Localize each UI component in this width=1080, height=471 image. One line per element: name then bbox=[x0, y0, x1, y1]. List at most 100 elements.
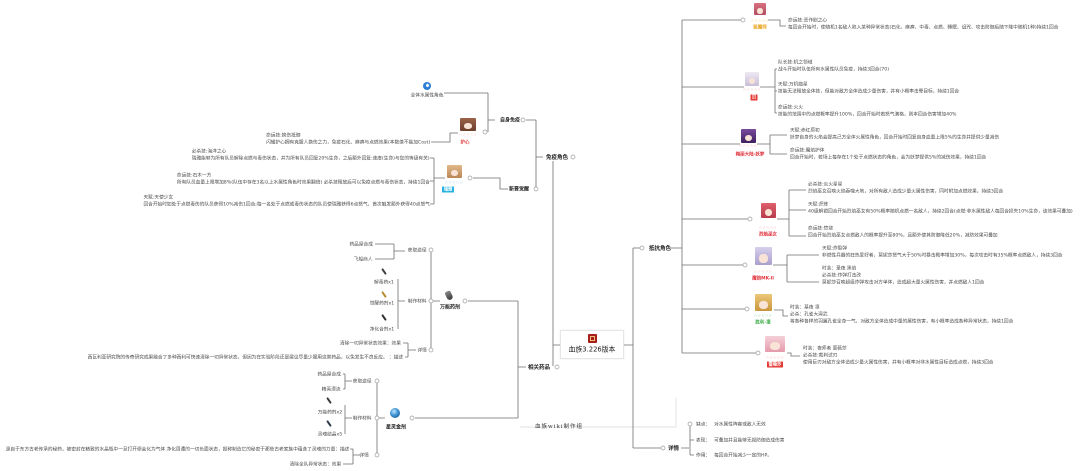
costume-title: 时装：夜师者 蔷薇莎 bbox=[803, 345, 847, 351]
character-name: 瑞雅 bbox=[442, 186, 454, 192]
skill-desc: 回合开始烈焰巫女点燃敌人的概率提升至80%，且额外使其防御降低20%，减防效果可… bbox=[808, 232, 998, 238]
collapse-toggle-hux[interactable] bbox=[482, 129, 488, 135]
skill-title: 命运技:焚烧 bbox=[808, 225, 834, 231]
star-rating: ☆☆☆☆☆ bbox=[750, 17, 770, 23]
collapse-toggle-item2-materials[interactable] bbox=[374, 415, 380, 421]
character-avatar bbox=[755, 294, 772, 311]
skill-block: 队长技:机之领域 战斗开始时队伍所有水属性队员免疫，持续3回合(70) bbox=[778, 59, 889, 73]
connector-item1-details bbox=[403, 342, 416, 358]
watermark-guide-line bbox=[520, 398, 677, 428]
skill-block: 时装：基夜 凛 必杀：孔雀大演武 将各种各样的羽翼孔雀全身一气，对敌方全体造成中… bbox=[790, 304, 1013, 325]
collapse-toggle-self-immune[interactable] bbox=[520, 117, 526, 123]
collapse-toggle-char7[interactable] bbox=[755, 350, 761, 356]
connector-item2-details bbox=[343, 448, 360, 465]
collapse-toggle-details-items[interactable] bbox=[687, 421, 693, 427]
skill-block: 时装：夜师者 蔷薇莎 必杀技:裁判试刃 使用巨刃对敌方全体造成少量火属性伤害，并… bbox=[803, 345, 993, 366]
skill-title: 天赋:天使少女 bbox=[143, 194, 174, 200]
character-name-badge: 贝 bbox=[724, 94, 784, 101]
connector-related-items bbox=[415, 300, 526, 419]
material-item: 觉醒药剂x1 bbox=[369, 300, 395, 306]
connector-item1-materials bbox=[397, 279, 405, 329]
skill-block: 时装：圣夜 黑焰 必杀技:炸弹打击改 莫妮莎召唤超级炸弹攻击对方单体，造成超大量… bbox=[822, 265, 984, 286]
character-name-badge: 瑞雅 bbox=[418, 186, 478, 193]
collapse-toggle-item2-details[interactable] bbox=[374, 452, 380, 458]
connector-self-immune bbox=[444, 92, 495, 132]
star-rating: ☆☆☆☆☆ bbox=[738, 142, 758, 148]
connector-resist-roles bbox=[671, 20, 683, 353]
collapse-toggle-char5[interactable] bbox=[742, 262, 748, 268]
character-name: 护心 bbox=[460, 139, 470, 145]
skill-desc: 非燃性兵器的狂热爱好者，莫妮莎怒气大于50%时暴击概率增加30%，每次攻击时有3… bbox=[822, 252, 1063, 258]
collapse-toggle-item1-obtain[interactable] bbox=[428, 247, 434, 253]
star-rating: ☆☆☆☆☆ bbox=[458, 132, 478, 137]
obtain-source: 精英漂流 bbox=[322, 386, 341, 392]
star-rating: ☆☆☆☆☆ bbox=[753, 312, 773, 318]
collapse-toggle-char1[interactable] bbox=[740, 17, 746, 23]
collapse-toggle-char6[interactable] bbox=[744, 306, 750, 312]
collapse-toggle-new-awaken[interactable] bbox=[533, 186, 539, 192]
connector-hux-skills bbox=[431, 132, 458, 143]
skill-block: 命运技:火火 技能的范围中的点燃概率提升100%，回合开始时若怒气满格，则本回合… bbox=[778, 104, 957, 118]
skill-block: 天赋:炸裂弹 非燃性兵器的狂热爱好者，莫妮莎怒气大于50%时暴击概率增加30%，… bbox=[822, 245, 1062, 259]
skill-desc: 回合开始时，若场上每存在1个处于点燃状态的角色，会为妖梦提供5%的减伤效果，持续… bbox=[790, 154, 987, 160]
star-rating: ☆☆☆☆☆ bbox=[758, 224, 778, 230]
skill-block: 命运技:焚烧 回合开始烈焰巫女点燃敌人的概率提升至80%，且额外使其防御降低20… bbox=[808, 225, 998, 239]
collapse-toggle-ruiya[interactable] bbox=[467, 175, 473, 181]
skill-title: 命运技:换伤抵御 bbox=[265, 132, 301, 138]
collapse-toggle-item1-details[interactable] bbox=[428, 347, 434, 353]
collapse-toggle-item1-materials[interactable] bbox=[428, 298, 434, 304]
collapse-toggle-item2-obtain[interactable] bbox=[374, 378, 380, 384]
detail-item: 缺点：对水属性阵容或敌人无效 bbox=[696, 421, 766, 428]
detail-item: 表现：可叠加并且能够无视防御造成伤害 bbox=[696, 437, 784, 444]
skill-desc: 使用巨刃对敌方全体造成少量火属性伤害，并有小概率对非水属性目标造成点燃，持续3回… bbox=[803, 359, 994, 365]
detail-value: 可叠加并且能够无视防御造成伤害 bbox=[714, 437, 785, 443]
skill-block: 必杀技:海洋之心 瑞雅能够为所有队员解除点燃与毒伤状态，并为所有队员回复20%生… bbox=[192, 148, 430, 162]
connector-char2-skills bbox=[760, 68, 777, 114]
skill-title: 必杀技:海洋之心 bbox=[192, 148, 227, 154]
connector-characters bbox=[682, 19, 756, 354]
skill-title: 命运技:石木一方 bbox=[177, 172, 212, 178]
branch-new-awaken: 新晋觉醒 bbox=[509, 186, 529, 192]
skill-block: 命运技:恶作剧之心 每回合开始时，使随机1名敌人陷入某种异常状态(石化、麻痹、中… bbox=[788, 17, 1058, 31]
character-avatar bbox=[765, 336, 785, 352]
skill-desc: 技能无法释放全体技，但能对敌方全体造成少量伤害，并有小概率击晕目标，持续1回合 bbox=[778, 88, 960, 94]
star-rating: ☆☆☆☆☆ bbox=[444, 180, 464, 185]
detail-item: 作用：每回合开始减少一定的HP。 bbox=[696, 452, 772, 459]
skill-block: 必杀技:炎火星星 烈焰巫女召唤火焰吞噬大地，对所有敌人造成少量火属性伤害，同时附… bbox=[808, 181, 1003, 195]
skill-block: 天赋:天使少女 回合开始时如处于点燃毒伤的队员获得10%减伤1回合;每一名处于点… bbox=[144, 194, 430, 208]
central-topic-title: 血族3.226版本 bbox=[568, 345, 616, 354]
character-avatar bbox=[754, 3, 766, 15]
collapse-toggle-details[interactable] bbox=[660, 445, 666, 451]
costume-title: 时装：基夜 凛 bbox=[790, 304, 820, 310]
skill-title: 命运技:魔焰护体 bbox=[790, 147, 825, 153]
skill-title: 必杀技:炸弹打击改 bbox=[822, 272, 862, 279]
collapse-toggle-item1[interactable] bbox=[462, 298, 468, 304]
collapse-toggle-item2[interactable] bbox=[409, 415, 415, 421]
collapse-toggle-char4[interactable] bbox=[747, 216, 753, 222]
skill-title: 天赋:万机临星 bbox=[778, 81, 808, 87]
detail-key: 作用： bbox=[696, 452, 711, 458]
skill-desc: 闪耀护心拥有克服人换伤之力，免疫石化、麻痹与点燃效果(本数值不能加Cost) bbox=[265, 139, 430, 145]
character-name: 魔铠MK-II bbox=[752, 275, 774, 281]
item-description: 源自于东方古老传承的秘药，被密封在精致的水晶瓶中一旦打开便会化为气体 净化周遭的… bbox=[5, 446, 349, 452]
item-obtain-label: 获取途径 bbox=[408, 247, 427, 253]
branch-resist-roles: 抵抗角色 bbox=[649, 244, 671, 252]
star-rating: ☆☆☆☆☆ bbox=[753, 268, 773, 274]
material-item: 解毒药x1 bbox=[374, 279, 394, 285]
connector-center-right bbox=[624, 247, 661, 449]
detail-value: 对水属性阵容或敌人无效 bbox=[714, 421, 766, 427]
collapse-toggle-resist-roles[interactable] bbox=[639, 245, 645, 251]
skill-desc: 所有队员血量上限增加8%(队伍中存在3名以上水属性角色时效果翻倍) 必杀技释放后… bbox=[177, 179, 430, 185]
water-target-label: 全体水属性角色 bbox=[410, 92, 444, 98]
watermark: 血族wiki制作组 bbox=[535, 422, 584, 430]
collapse-toggle-related-items[interactable] bbox=[554, 364, 560, 370]
item-effect: 清除全队异常状态：效果 bbox=[289, 461, 341, 467]
skill-desc: 回合开始时如处于点燃毒伤的队员获得10%减伤1回合;每一名处于点燃或毒伤状态的队… bbox=[143, 201, 430, 207]
character-avatar bbox=[745, 72, 759, 86]
collapse-toggle-immune-roles[interactable] bbox=[570, 154, 576, 160]
skill-title: 命运技:恶作剧之心 bbox=[788, 17, 828, 23]
skill-desc: 烈焰巫女召唤火焰吞噬大地，对所有敌人造成少量火属性伤害，同时附加点燃效果，持续3… bbox=[808, 188, 1004, 194]
item-obtain-label: 获取途径 bbox=[353, 378, 372, 384]
item-description: 西瓦利亚研究院的传奇研究成果融合了多种西利可快速清除一切异常状态，但因为在实验阶… bbox=[87, 354, 403, 360]
